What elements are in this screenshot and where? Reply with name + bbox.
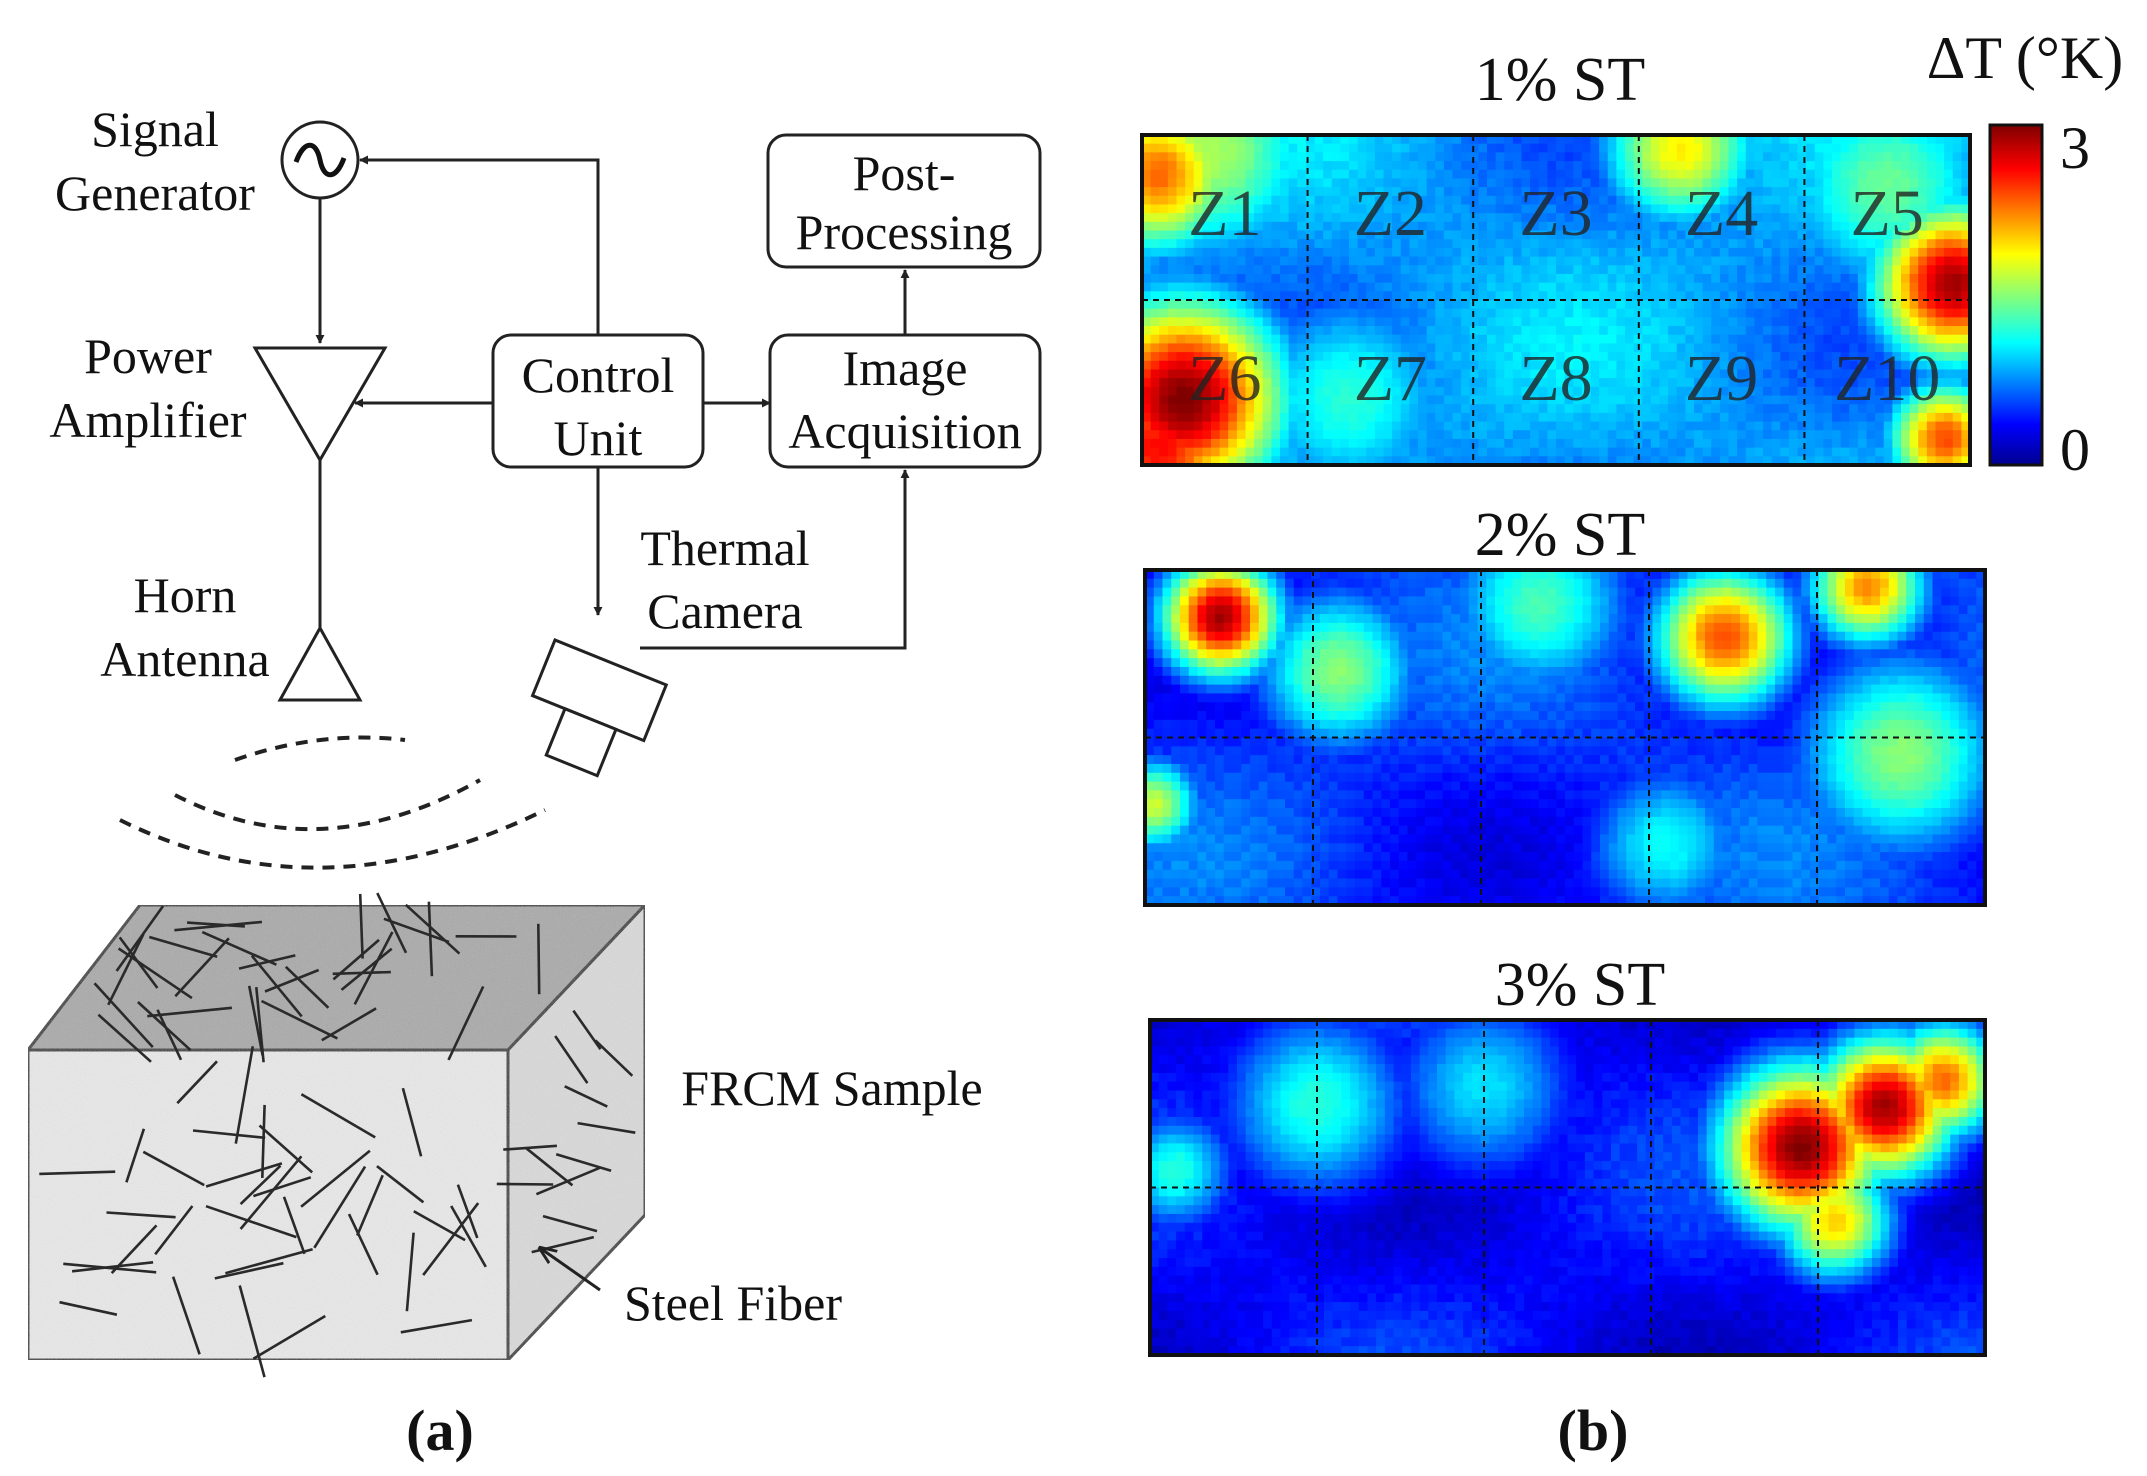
colorbar-max-label: 3: [2060, 115, 2090, 181]
power-amplifier-label-line1: Power: [84, 328, 212, 384]
steel-fiber: [538, 924, 539, 994]
control-unit-label-line1: Control: [522, 347, 675, 403]
post-processing-label-line1: Post-: [853, 145, 956, 201]
colorbar-gradient: [1990, 125, 2042, 465]
thermal-camera-icon: [514, 640, 666, 787]
horn-antenna-label-line2: Antenna: [100, 631, 269, 687]
image-acquisition-label-line1: Image: [843, 340, 968, 396]
colorbar-min-label: 0: [2060, 417, 2090, 483]
thermal-camera-label-line2: Camera: [647, 583, 802, 639]
panel-a-tag: (a): [406, 1398, 474, 1463]
panel-a: Signal Generator Power Amplifier Horn An…: [28, 101, 1040, 1463]
zone-label-z1: Z1: [1188, 177, 1261, 250]
zone-label-z6: Z6: [1188, 342, 1261, 415]
image-acquisition: Image Acquisition: [770, 335, 1040, 467]
post-processing-label-line2: Processing: [796, 204, 1013, 260]
antenna-triangle-icon: [280, 628, 360, 700]
zone-label-z3: Z3: [1519, 177, 1592, 250]
zone-label-z4: Z4: [1685, 177, 1758, 250]
wire-control-to-generator: [360, 160, 598, 335]
heatmap-3-title: 3% ST: [1495, 951, 1666, 1019]
heatmap-2: 2% ST: [1145, 501, 1986, 906]
zone-label-z2: Z2: [1354, 177, 1427, 250]
steel-fiber: [333, 972, 391, 974]
horn-antenna-label-line1: Horn: [134, 567, 237, 623]
zone-label-z9: Z9: [1685, 342, 1758, 415]
heatmap-2-title: 2% ST: [1475, 501, 1646, 569]
thermal-camera: Thermal Camera: [514, 520, 810, 787]
heatmap-1-title: 1% ST: [1475, 46, 1646, 114]
steel-fiber-label: Steel Fiber: [624, 1275, 842, 1331]
panel-b-tag: (b): [1558, 1398, 1629, 1463]
power-amplifier: Power Amplifier: [49, 328, 385, 460]
zone-label-z7: Z7: [1354, 342, 1427, 415]
sample-front-face: [28, 1050, 508, 1360]
colorbar-title: ΔT (°K): [1927, 25, 2123, 91]
thermal-camera-label-line1: Thermal: [640, 520, 809, 576]
control-unit: Control Unit: [493, 335, 703, 467]
post-processing: Post- Processing: [768, 135, 1040, 267]
zone-label-z10: Z10: [1834, 342, 1940, 415]
zone-label-z8: Z8: [1519, 342, 1592, 415]
control-unit-label-line2: Unit: [554, 410, 643, 466]
heatmap-3: 3% ST: [1150, 951, 1986, 1356]
signal-generator: Signal Generator: [55, 101, 358, 221]
image-acquisition-label-line2: Acquisition: [788, 403, 1021, 459]
power-amplifier-label-line2: Amplifier: [49, 392, 247, 448]
zone-label-z5: Z5: [1851, 177, 1924, 250]
signal-generator-label-line2: Generator: [55, 165, 255, 221]
microwave-waves-icon: [120, 738, 545, 868]
signal-generator-label-line1: Signal: [91, 101, 219, 157]
steel-fiber: [497, 1184, 553, 1185]
frcm-sample-label: FRCM Sample: [681, 1060, 982, 1116]
